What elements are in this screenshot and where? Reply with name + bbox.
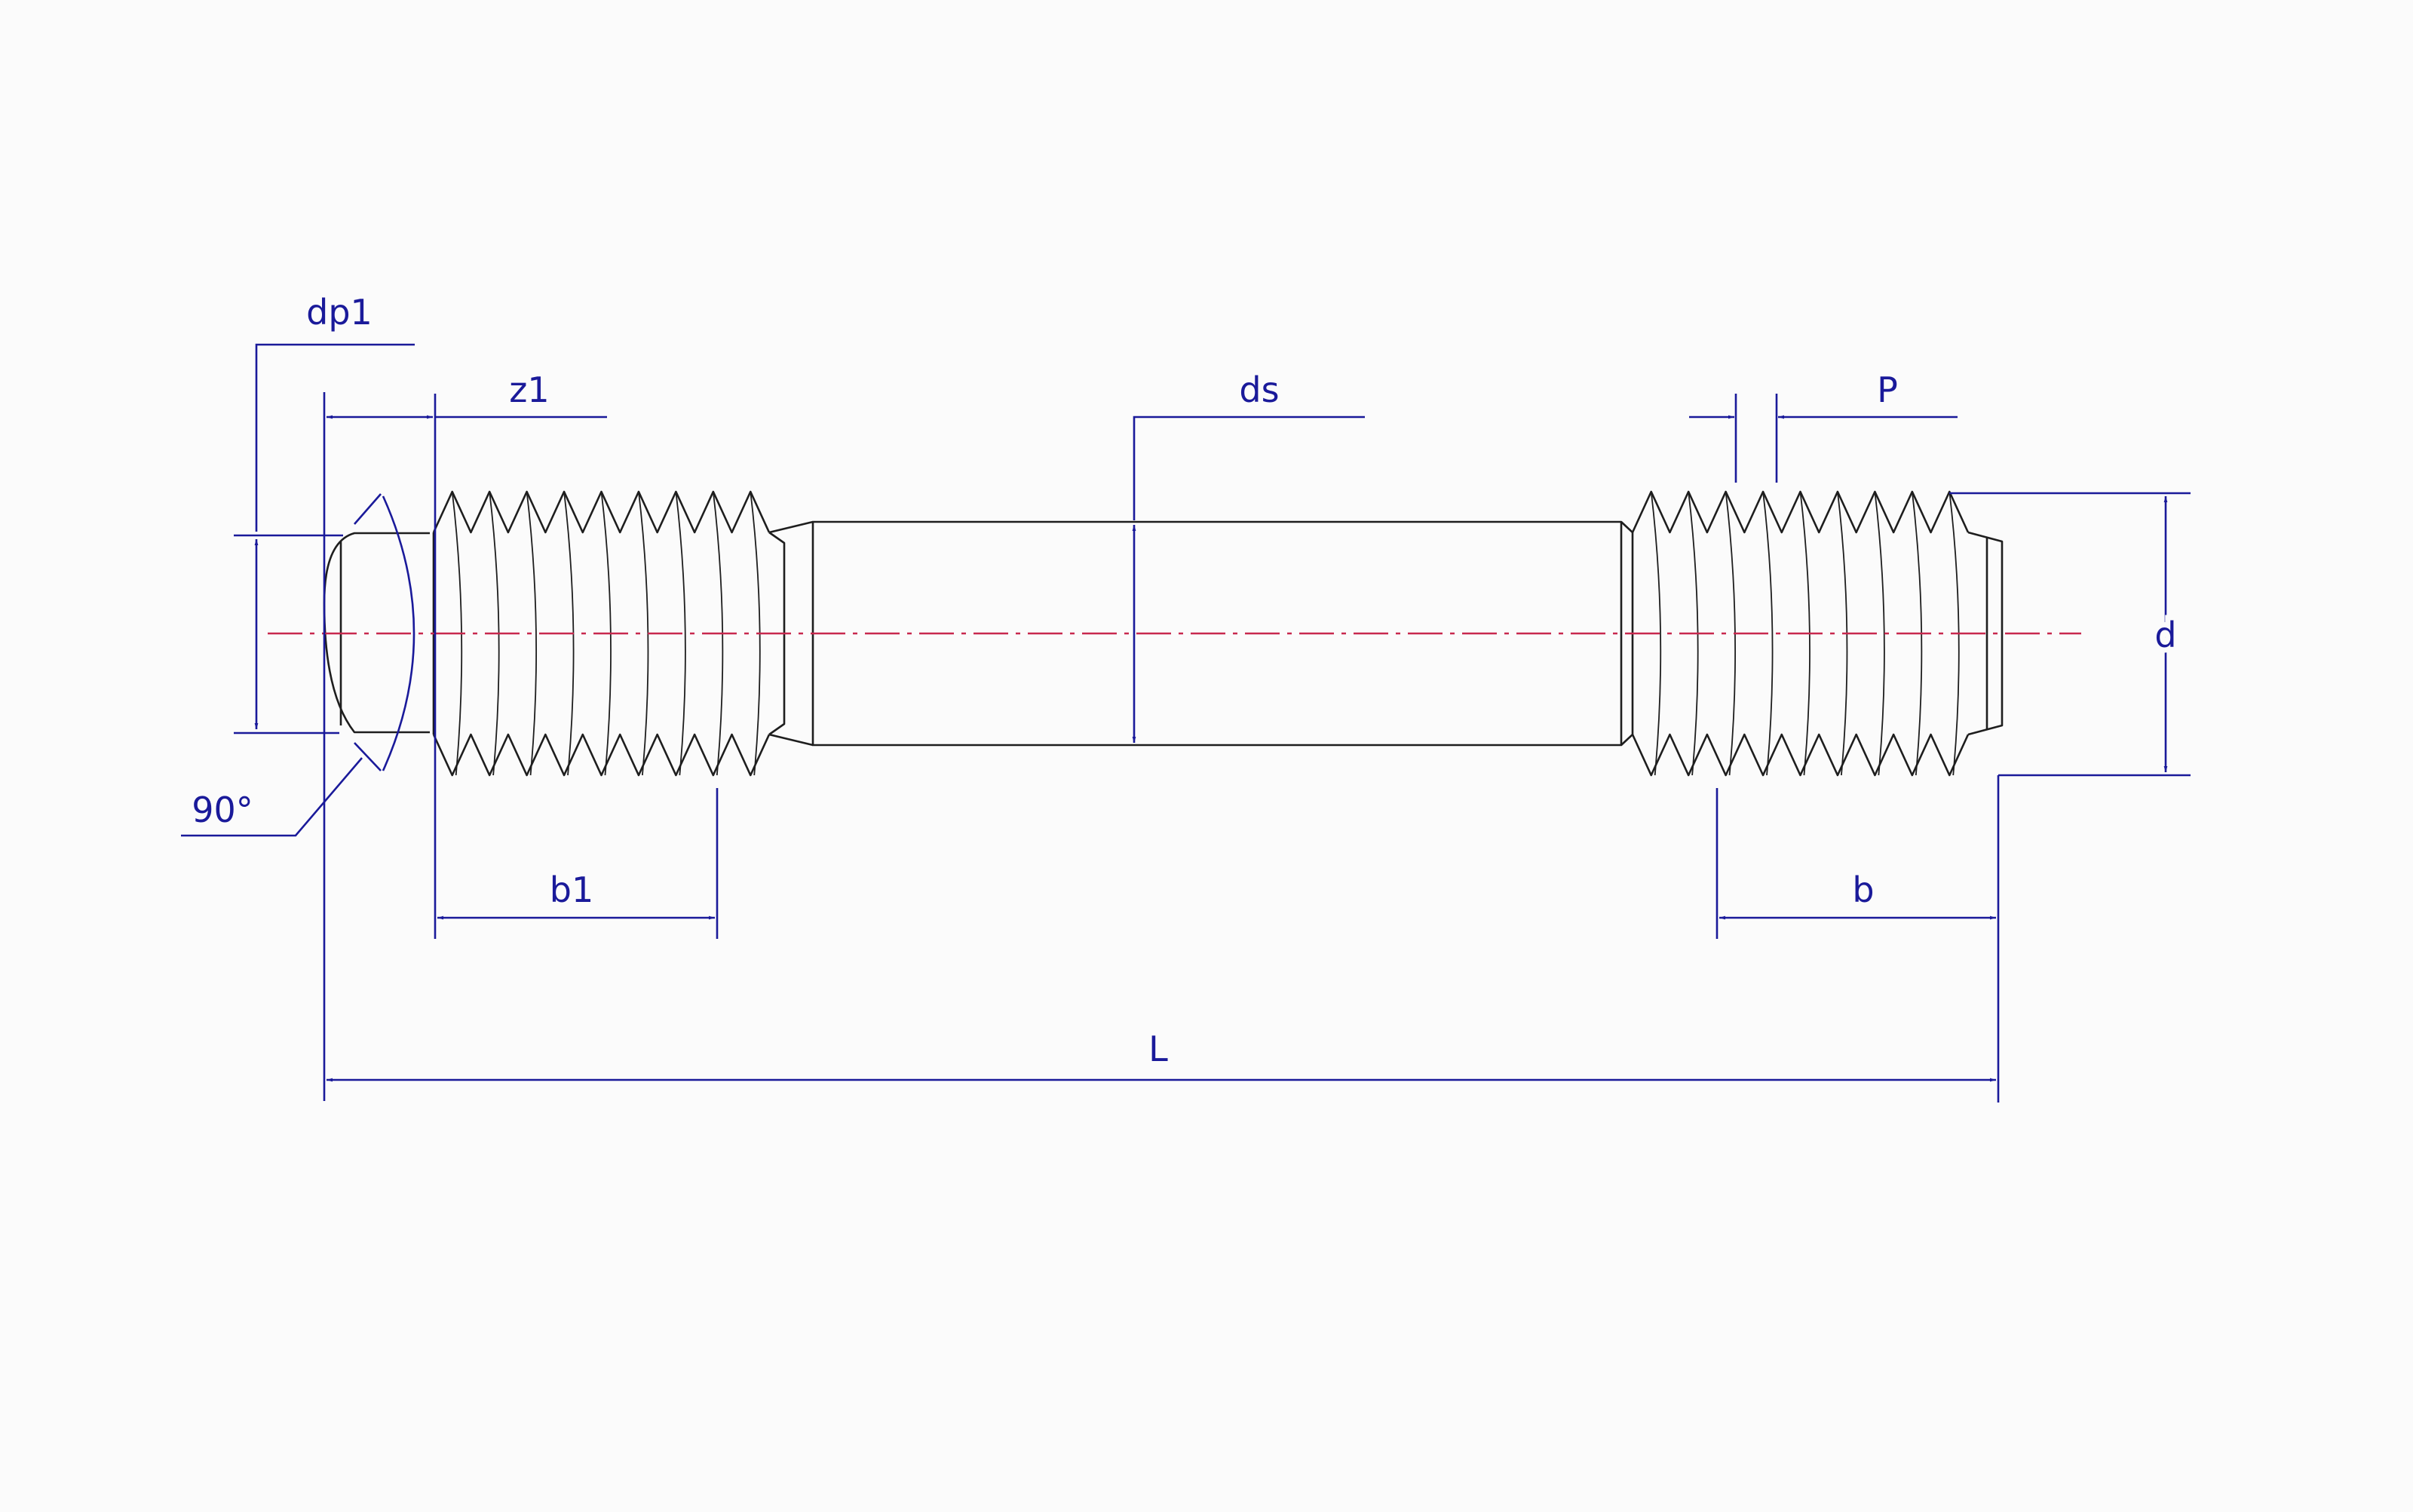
thread-flank bbox=[1874, 491, 1885, 776]
label-l: L bbox=[1148, 1029, 1168, 1069]
dim-z1 bbox=[323, 392, 607, 1101]
dim-d bbox=[1949, 492, 2191, 777]
label-p: P bbox=[1877, 370, 1898, 410]
label-d: d bbox=[2154, 615, 2176, 655]
thread-flank bbox=[1762, 491, 1774, 776]
label-z1: z1 bbox=[509, 370, 549, 410]
label-ds: ds bbox=[1239, 370, 1279, 410]
thread-profile-bottom bbox=[432, 733, 771, 777]
dim-p bbox=[1689, 394, 1958, 483]
dimensions bbox=[181, 343, 2191, 1103]
dim-b bbox=[1715, 775, 2000, 1103]
thread-profile-top bbox=[1631, 490, 1970, 534]
dim-angle bbox=[181, 493, 415, 837]
dim-b1 bbox=[437, 788, 719, 939]
thread-profile-top bbox=[432, 490, 771, 534]
label-dp1: dp1 bbox=[306, 292, 373, 333]
label-b1: b1 bbox=[550, 869, 593, 910]
dim-ds bbox=[1132, 416, 1365, 743]
thread-flank bbox=[675, 491, 686, 776]
thread-flank bbox=[1650, 491, 1662, 776]
thread-end bbox=[1967, 531, 2004, 736]
thread-profile-bottom bbox=[1631, 733, 1970, 777]
thread-flank bbox=[526, 491, 538, 776]
label-angle: 90° bbox=[192, 790, 253, 830]
label-b: b bbox=[1852, 869, 1874, 910]
